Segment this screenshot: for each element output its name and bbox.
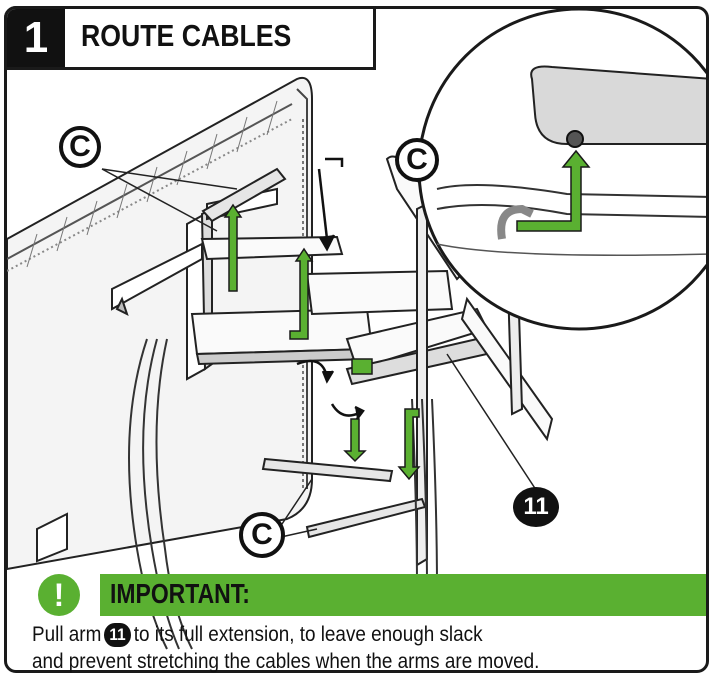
callout-letter: C [69,130,91,163]
callout-c-zoom: C [395,138,439,182]
exclamation-icon: ! [38,574,80,616]
callout-arm-11: 11 [513,487,559,527]
callout-letter: C [251,518,273,551]
important-banner [100,574,706,616]
route-arrows-black [296,157,365,420]
cables [128,338,438,650]
routing-arrows [223,203,421,481]
note-text-before: Pull arm [32,623,102,646]
instruction-frame: C C C 11 [4,6,709,673]
arm-number-badge: 11 [104,623,132,648]
detail-zoom-circle [417,9,706,331]
cable-covers [201,167,427,539]
callout-c-bottom: C [239,512,285,558]
step-number: 1 [7,9,65,67]
note-text-after: to its full extension, to leave enough s… [133,623,483,646]
note-line-2: and prevent stretching the cables when t… [32,650,540,673]
route-cables-illustration [7,9,706,650]
important-heading: IMPORTANT: [110,578,250,609]
step-header: 1 ROUTE CABLES [4,6,376,70]
arm-number: 11 [523,493,549,520]
step-title: ROUTE CABLES [81,18,292,53]
callout-letter: C [406,143,428,176]
callout-c-top-left: C [59,126,101,168]
